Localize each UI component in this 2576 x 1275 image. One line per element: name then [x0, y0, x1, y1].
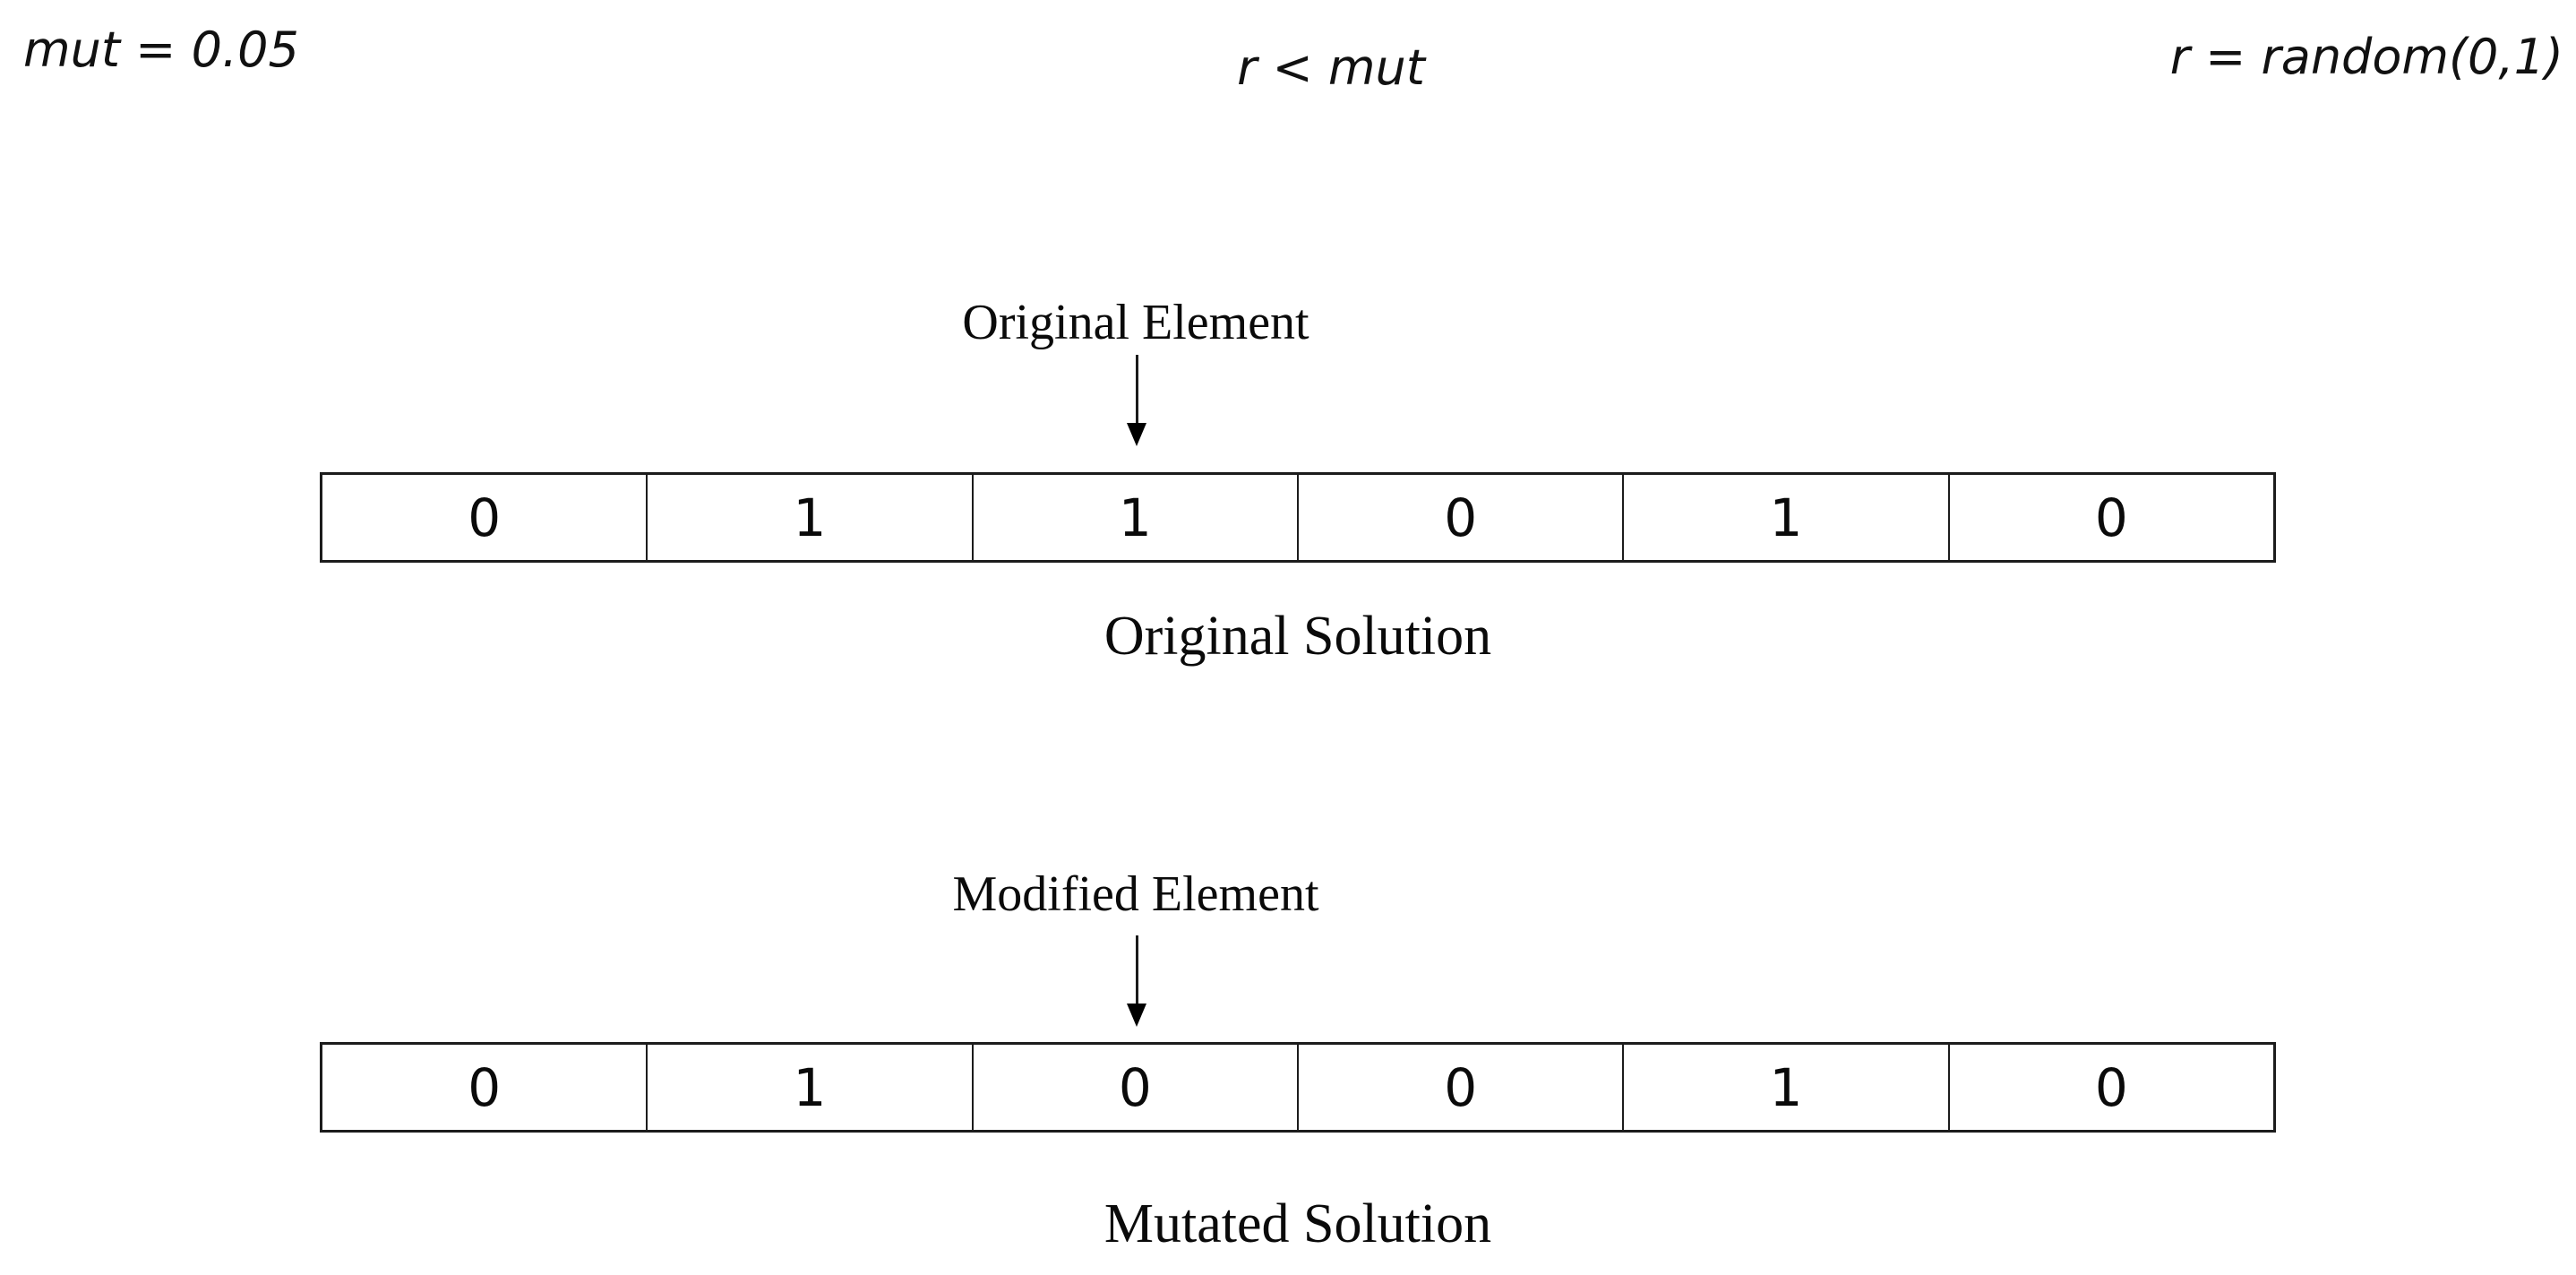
arrow-head: [1127, 423, 1146, 446]
mutated-cell-3: 0: [1296, 1045, 1622, 1130]
original-cell-1: 1: [646, 475, 971, 560]
mutated-cell-2: 0: [971, 1045, 1297, 1130]
original-cell-0: 0: [468, 487, 502, 548]
mutated-cell-0: 0: [468, 1056, 502, 1118]
mutated-solution-row: 0 1 0 0 1 0: [320, 1042, 2276, 1133]
arrow-shaft: [1135, 935, 1138, 1004]
original-solution-caption: Original Solution: [1103, 606, 1492, 667]
mutation-rate-formula: mut = 0.05: [23, 22, 299, 78]
original-element-down-arrow-icon: [1127, 355, 1146, 446]
mutated-cell-4: 1: [1622, 1045, 1947, 1130]
original-cell-3: 0: [1296, 475, 1622, 560]
original-solution-row: 0 1 1 0 1 0: [320, 472, 2276, 563]
random-number-formula: r = random(0,1): [2169, 29, 2563, 85]
mutation-condition-formula: r < mut: [1237, 39, 1425, 96]
arrow-shaft: [1135, 355, 1138, 423]
original-element-label: Original Element: [962, 295, 1309, 350]
original-cell-2: 1: [971, 475, 1297, 560]
modified-element-down-arrow-icon: [1127, 935, 1146, 1027]
modified-element-label: Modified Element: [952, 866, 1319, 922]
mutated-solution-caption: Mutated Solution: [1103, 1193, 1492, 1254]
mutated-cell-1: 1: [646, 1045, 971, 1130]
original-cell-5: 0: [1947, 475, 2273, 560]
original-cell-4: 1: [1622, 475, 1947, 560]
arrow-head: [1127, 1004, 1146, 1027]
mutated-cell-5: 0: [1947, 1045, 2273, 1130]
